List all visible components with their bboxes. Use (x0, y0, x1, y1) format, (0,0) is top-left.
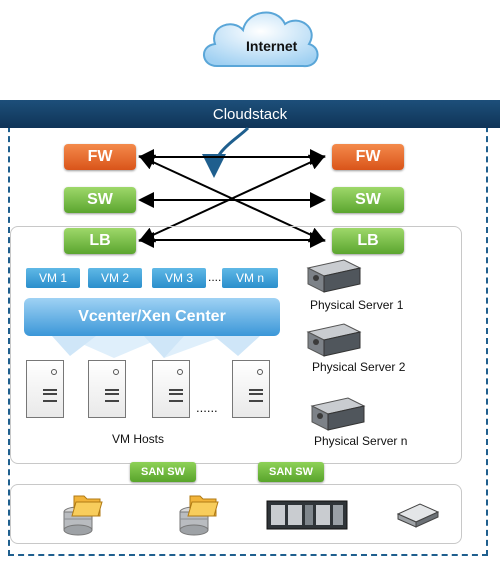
switch-left[interactable]: SW (64, 187, 136, 213)
load-balancer-right[interactable]: LB (332, 228, 404, 254)
physical-server-2-label: Physical Server 2 (312, 360, 406, 374)
rack-server-icon (306, 323, 362, 357)
load-balancer-left[interactable]: LB (64, 228, 136, 254)
vm-3[interactable]: VM 3 (152, 268, 206, 288)
internet-label: Internet (246, 38, 298, 54)
server-tower-icon (232, 360, 270, 418)
vcenter-xen-center[interactable]: Vcenter/Xen Center (24, 298, 280, 336)
physical-server-n-label: Physical Server n (314, 434, 408, 448)
switch-right[interactable]: SW (332, 187, 404, 213)
host-ellipsis: ...... (196, 400, 218, 415)
firewall-left[interactable]: FW (64, 144, 136, 170)
database-folder-icon (63, 495, 103, 536)
cloudstack-label: Cloudstack (212, 105, 288, 123)
vcenter-label: Vcenter/Xen Center (78, 308, 226, 325)
rack-server-icon (306, 259, 362, 293)
compute-panel (10, 226, 462, 464)
vm-hosts-label: VM Hosts (112, 432, 165, 446)
tape-drive-icon (396, 503, 440, 528)
vm-ellipsis: ..... (208, 270, 225, 284)
server-tower-icon (152, 360, 190, 418)
storage-panel (10, 484, 462, 544)
vm-2[interactable]: VM 2 (88, 268, 142, 288)
server-tower-icon (26, 360, 64, 418)
cloud-icon (203, 11, 319, 68)
san-switch-2[interactable]: SAN SW (258, 462, 324, 482)
vm-1[interactable]: VM 1 (26, 268, 80, 288)
database-folder-icon (179, 495, 219, 536)
storage-array-icon (266, 500, 348, 530)
firewall-right[interactable]: FW (332, 144, 404, 170)
physical-server-1-label: Physical Server 1 (310, 298, 404, 312)
san-switch-1[interactable]: SAN SW (130, 462, 196, 482)
vm-n[interactable]: VM n (222, 268, 278, 288)
vcenter-fanout (44, 336, 260, 358)
server-tower-icon (88, 360, 126, 418)
cloudstack-bar: Cloudstack (0, 100, 500, 128)
rack-server-icon (310, 397, 366, 431)
